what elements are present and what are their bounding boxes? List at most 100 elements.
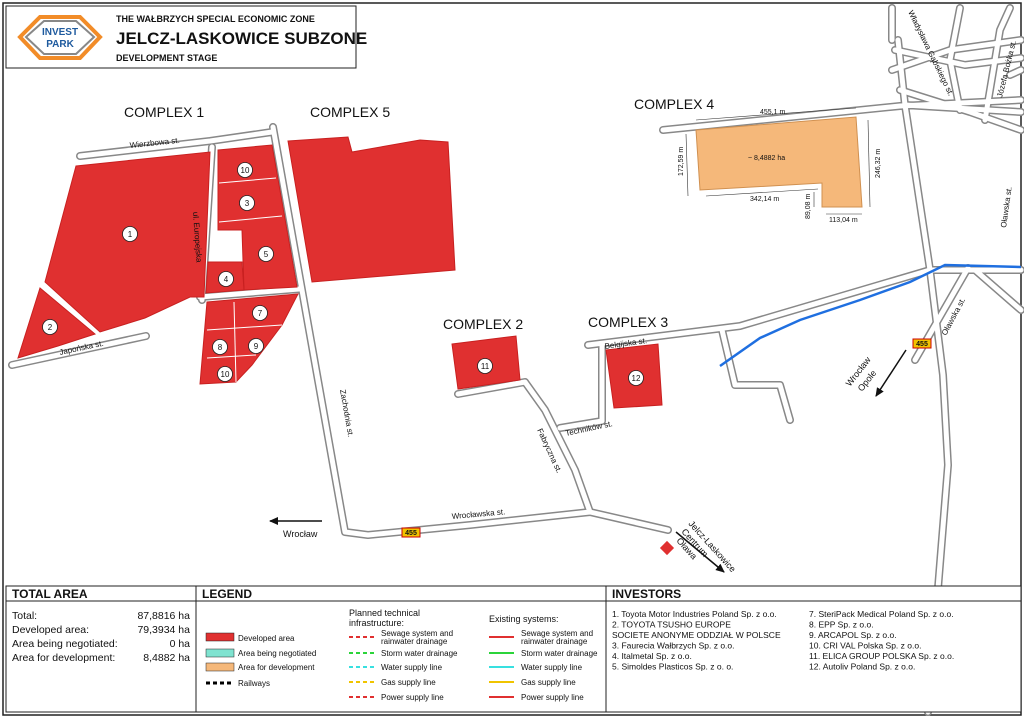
dim-top: 455,1 m: [760, 109, 785, 116]
road-network: [8, 4, 1024, 716]
plot-number-label: 8: [218, 343, 223, 352]
total-area-title: TOTAL AREA: [12, 587, 88, 601]
plot-number-p4: 4: [218, 271, 234, 287]
dim-left: 172,59 m: [678, 147, 685, 176]
plot-number-label: 7: [258, 309, 263, 318]
existing-gas: Gas supply line: [521, 678, 576, 687]
plot-circle: [218, 271, 234, 287]
plot-circle: [258, 246, 274, 262]
plot-circle: [42, 319, 58, 335]
complex-3-label: COMPLEX 3: [588, 314, 668, 330]
planned-sewage-2: rainwater drainage: [381, 637, 448, 646]
road-badges: [401, 338, 932, 538]
total-area-label: Area for development:: [12, 652, 115, 664]
total-area-value: 87,8816 ha: [137, 610, 190, 622]
total-area-value: 0 ha: [170, 638, 191, 650]
plot-number-label: 1: [128, 230, 133, 239]
stage-label: DEVELOPMENT STAGE: [116, 53, 217, 63]
road-badge-455-b: 455: [916, 341, 928, 348]
investor-item: 1. Toyota Motor Industries Poland Sp. z …: [612, 609, 777, 619]
stream: [719, 263, 1022, 368]
plot-number-label: 10: [241, 166, 250, 175]
complex-4-area: [695, 116, 863, 208]
plot-number-p3: 3: [239, 195, 255, 211]
plot-number-label: 2: [48, 323, 53, 332]
plot-number-p10b: 10: [217, 366, 233, 382]
plot-circle: [217, 366, 233, 382]
investor-item: SOCIETE ANONYME ODDZIAŁ W POLSCE: [612, 630, 781, 640]
legend-negotiated: Area being negotiated: [238, 649, 316, 658]
dim-step: 89,08 m: [805, 194, 812, 219]
plot-circle: [252, 305, 268, 321]
planned-gas: Gas supply line: [381, 678, 436, 687]
dimension-labels: ~ 8,4882 ha 455,1 m 172,59 m 246,32 m 34…: [678, 109, 882, 224]
plot-number-p8: 8: [212, 339, 228, 355]
zone-title: THE WAŁBRZYCH SPECIAL ECONOMIC ZONE: [116, 14, 315, 24]
street-europejska: ul. Europejska: [191, 212, 204, 264]
street-olawska-1: Oławska st.: [999, 186, 1014, 228]
complex-2-label: COMPLEX 2: [443, 316, 523, 332]
logo-bottom-text: PARK: [46, 39, 74, 50]
investor-item: 12. Autoliv Poland Sp. z o.o.: [809, 662, 915, 672]
investor-item: 2. TOYOTA TSUSHO EUROPE: [612, 620, 731, 630]
investor-item: 9. ARCAPOL Sp. z o.o.: [809, 630, 897, 640]
dim-inner: 342,14 m: [750, 196, 779, 203]
road-badge-455-a: 455: [405, 530, 417, 537]
plot-number-p12: 12: [628, 370, 644, 386]
total-area-value: 79,3934 ha: [137, 624, 190, 636]
plot-number-label: 12: [632, 374, 641, 383]
investors-col-1: 1. Toyota Motor Industries Poland Sp. z …: [612, 609, 781, 672]
plot-number-p9: 9: [248, 338, 264, 354]
investor-item: 11. ELICA GROUP POLSKA Sp. z o.o.: [809, 651, 954, 661]
legend-planned-title-2: infrastructure:: [349, 618, 404, 628]
total-area-value: 8,4882 ha: [143, 652, 190, 664]
investor-item: 4. Italmetal Sp. z o.o.: [612, 651, 692, 661]
dim-bottom: 113,04 m: [829, 217, 858, 224]
plots-7-10-area: [199, 293, 299, 385]
direction-labels: Wrocław Wrocław Opole Jelcz-Laskowice Ce…: [283, 355, 878, 574]
complex-5-area: [287, 136, 456, 283]
plot-circle: [237, 162, 253, 178]
plot-number-p10a: 10: [237, 162, 253, 178]
legend-developed: Developed area: [238, 634, 295, 643]
bottom-panels: [5, 585, 1022, 713]
dim-area: ~ 8,4882 ha: [748, 155, 785, 162]
investors-panel: INVESTORS 1. Toyota Motor Industries Pol…: [612, 587, 954, 672]
investor-item: 7. SteriPack Medical Poland Sp. z o.o.: [809, 609, 954, 619]
complex-1-label: COMPLEX 1: [124, 104, 204, 120]
complex-5-label: COMPLEX 5: [310, 104, 390, 120]
plot-circle: [239, 195, 255, 211]
plot-number-label: 11: [481, 362, 490, 371]
plot-1-area: [44, 151, 211, 333]
plot-number-p2: 2: [42, 319, 58, 335]
investors-col-2: 7. SteriPack Medical Poland Sp. z o.o.8.…: [809, 609, 954, 672]
plot-number-p5: 5: [258, 246, 274, 262]
dimension-lines: [685, 107, 871, 215]
street-zachodnia: Zachodnia st.: [338, 389, 355, 438]
invest-park-logo: INVEST PARK: [17, 15, 103, 60]
existing-power: Power supply line: [521, 693, 584, 702]
plot-number-label: 3: [245, 199, 250, 208]
investors-title: INVESTORS: [612, 587, 681, 601]
legend-planned-title-1: Planned technical: [349, 608, 420, 618]
plot-number-label: 9: [254, 342, 259, 351]
legend-swatches: [205, 632, 514, 698]
existing-storm: Storm water drainage: [521, 649, 598, 658]
complex-labels: COMPLEX 1 COMPLEX 5 COMPLEX 4 COMPLEX 2 …: [124, 96, 714, 332]
direction-arrows: [269, 349, 907, 573]
road-badge-labels: 455 455: [405, 341, 928, 537]
plot-number-label: 5: [264, 250, 269, 259]
legend-panel: LEGEND Developed area Area being negotia…: [202, 587, 598, 702]
plot-number-p11: 11: [477, 358, 493, 374]
plot-divisions: [206, 177, 283, 383]
plot-circle: [477, 358, 493, 374]
legend-railways: Railways: [238, 679, 270, 688]
investor-item: 3. Faurecia Wałbrzych Sp. z o.o.: [612, 641, 735, 651]
total-area-label: Developed area:: [12, 624, 89, 636]
planned-water: Water supply line: [381, 663, 443, 672]
